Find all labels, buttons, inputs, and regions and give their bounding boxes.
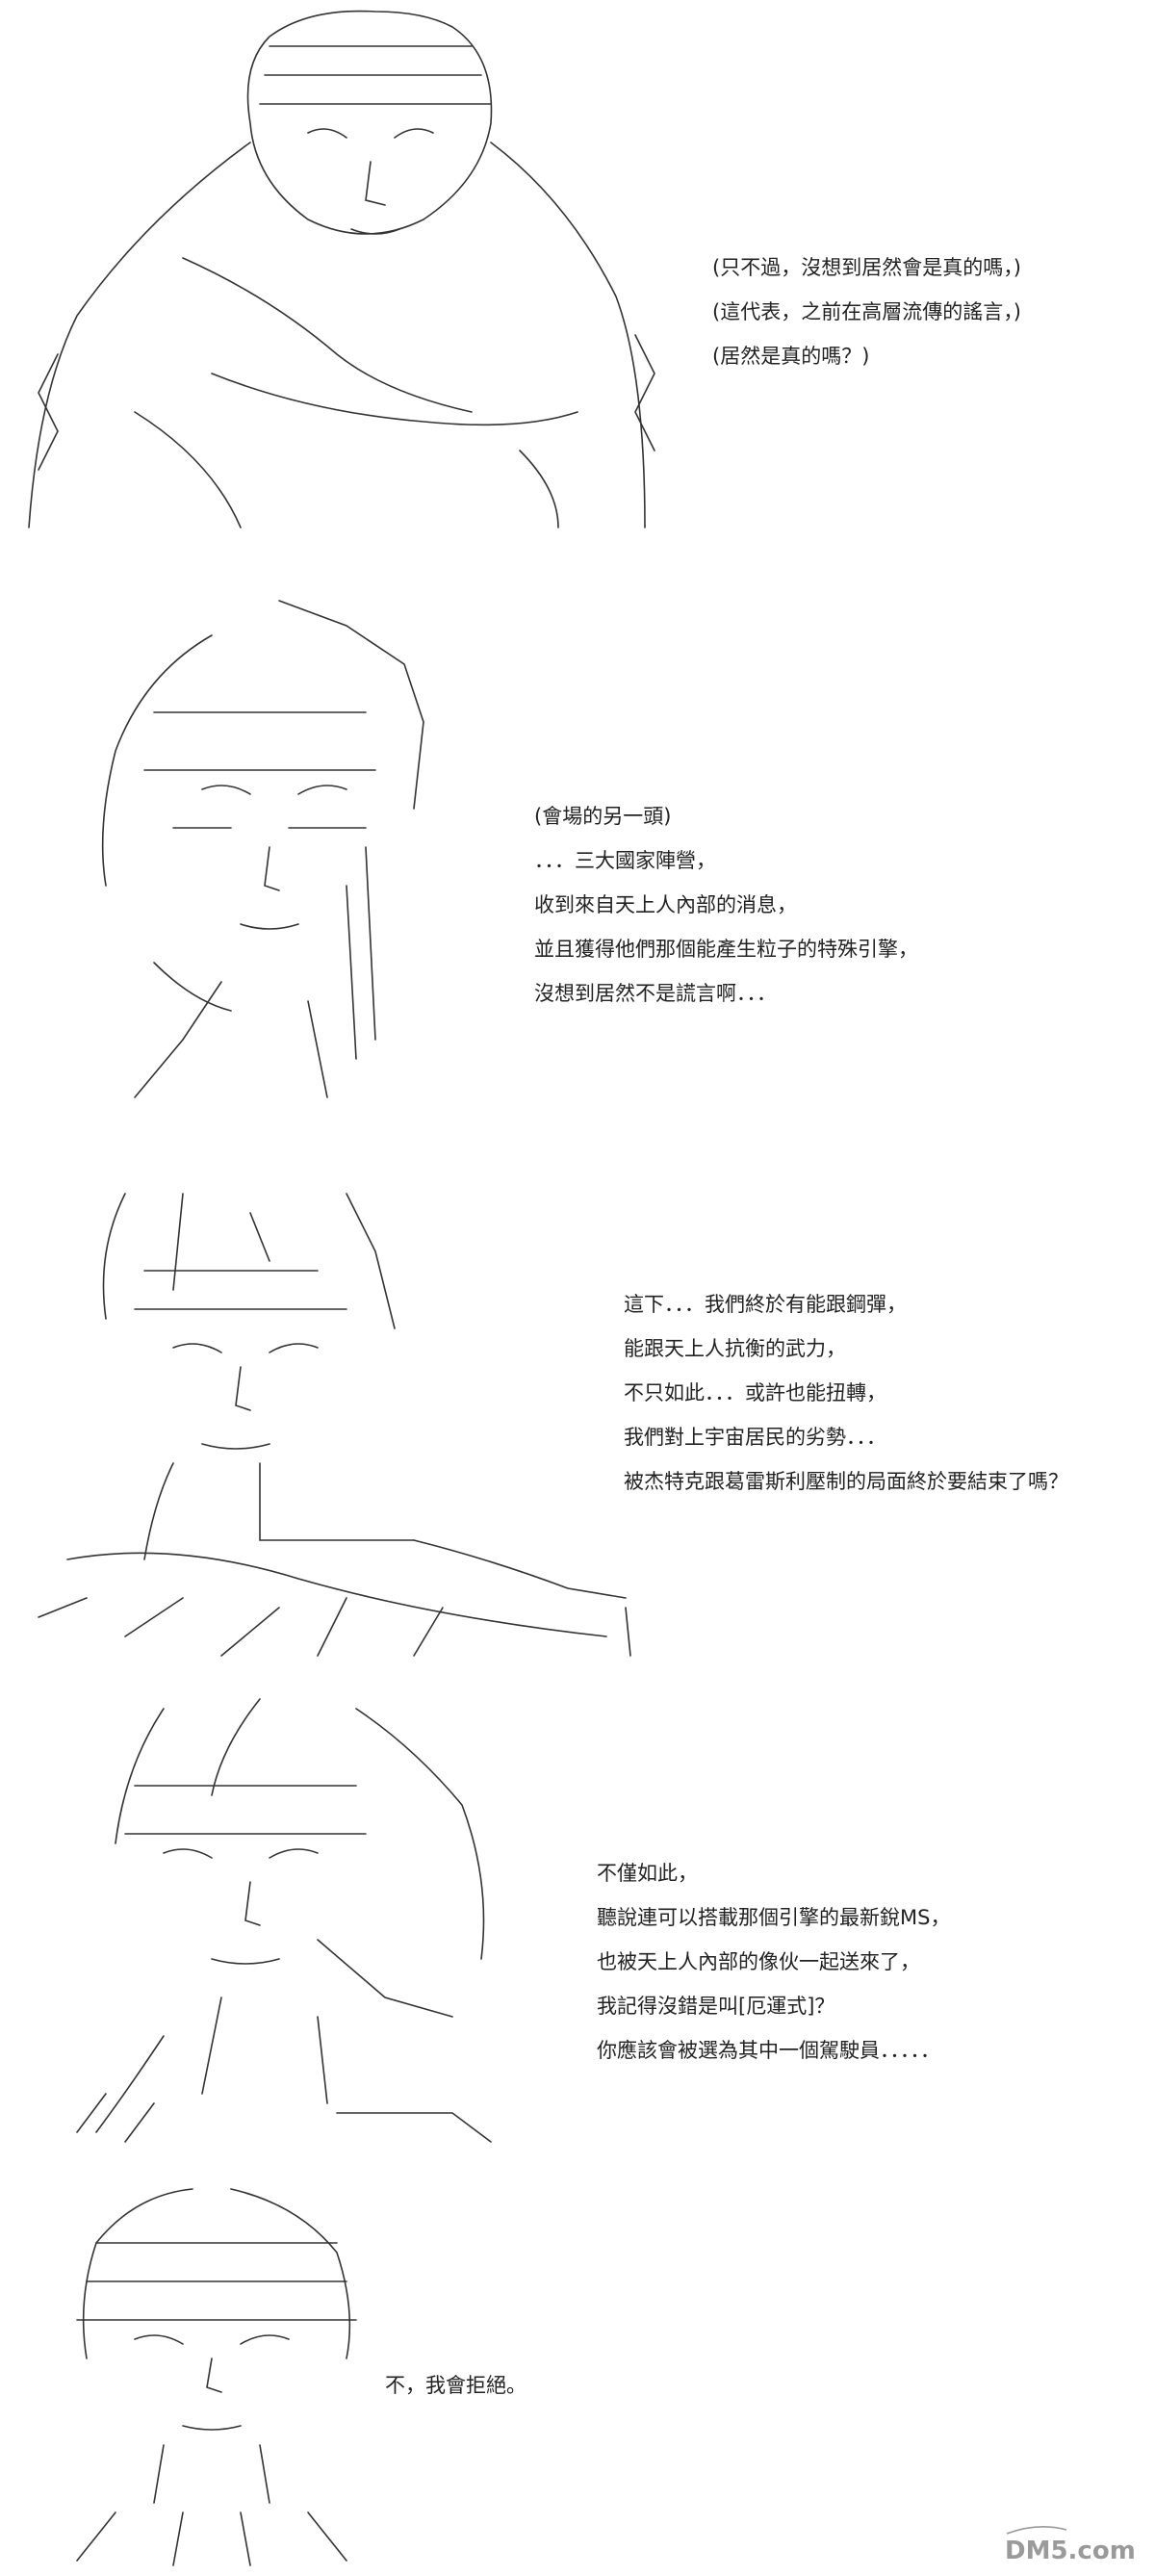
ascii-art-character-2	[58, 597, 443, 1136]
ascii-art-character-5	[58, 2185, 366, 2570]
dialogue-line: (居然是真的嗎？)	[712, 345, 870, 368]
dialogue-panel-2: (會場的另一頭) ．．．三大國家陣營， 收到來自天上人內部的消息， 並且獲得他們…	[534, 794, 918, 1016]
watermark-text: DM5.com	[1005, 2537, 1136, 2565]
dialogue-line: (這代表，之前在高層流傳的謠言，)	[712, 300, 1021, 323]
dialogue-line: 我記得沒錯是叫[厄運式]？	[597, 1995, 835, 2018]
dialogue-line: 聽說連可以搭載那個引擎的最新銳MS，	[597, 1906, 951, 1929]
dialogue-line: 收到來自天上人內部的消息，	[534, 893, 797, 916]
watermark-logo: DM5.com	[999, 2520, 1143, 2568]
dialogue-line: 你應該會被選為其中一個駕駛員．．．．．	[597, 2039, 940, 2062]
dialogue-line: 沒想到居然不是謊言啊．．．	[534, 982, 777, 1005]
panel-5: 不，我會拒絕。	[0, 2176, 1155, 2576]
panel-3: 這下．．．我們終於有能跟鋼彈， 能跟天上人抗衡的武力， 不只如此．．．或許也能扭…	[0, 1165, 1155, 1665]
ascii-art-character-4	[67, 1689, 520, 2151]
dialogue-panel-1: (只不過，沒想到居然會是真的嗎，) (這代表，之前在高層流傳的謠言，) (居然是…	[712, 245, 1021, 378]
dialogue-panel-5: 不，我會拒絕。	[385, 2363, 526, 2408]
dialogue-panel-3: 這下．．．我們終於有能跟鋼彈， 能跟天上人抗衡的武力， 不只如此．．．或許也能扭…	[624, 1282, 1068, 1504]
dialogue-line: (會場的另一頭)	[534, 805, 672, 828]
dialogue-line: 我們對上宇宙居民的劣勢．．．	[624, 1426, 886, 1449]
panel-2: (會場的另一頭) ．．．三大國家陣營， 收到來自天上人內部的消息， 並且獲得他們…	[0, 587, 1155, 1136]
dialogue-line: 並且獲得他們那個能產生粒子的特殊引擎，	[534, 938, 918, 961]
dialogue-line: ．．．三大國家陣營，	[534, 849, 716, 872]
dialogue-line: (只不過，沒想到居然會是真的嗎，)	[712, 256, 1021, 279]
panel-4: 不僅如此， 聽說連可以搭載那個引擎的最新銳MS， 也被天上人內部的像伙一起送來了…	[0, 1680, 1155, 2161]
ascii-art-character-3	[29, 1174, 645, 1665]
dialogue-panel-4: 不僅如此， 聽說連可以搭載那個引擎的最新銳MS， 也被天上人內部的像伙一起送來了…	[597, 1851, 950, 2073]
dialogue-line: 不只如此．．．或許也能扭轉，	[624, 1381, 886, 1404]
dialogue-line: 能跟天上人抗衡的武力，	[624, 1337, 846, 1360]
dialogue-line: 這下．．．我們終於有能跟鋼彈，	[624, 1293, 907, 1316]
dialogue-line: 不，我會拒絕。	[385, 2374, 526, 2397]
dialogue-line: 被杰特克跟葛雷斯利壓制的局面終於要結束了嗎？	[624, 1470, 1068, 1493]
panel-1: (只不過，沒想到居然會是真的嗎，) (這代表，之前在高層流傳的謠言，) (居然是…	[0, 0, 1155, 558]
dialogue-line: 不僅如此，	[597, 1862, 698, 1885]
ascii-art-character-1	[19, 8, 674, 547]
dialogue-line: 也被天上人內部的像伙一起送來了，	[597, 1950, 920, 1973]
